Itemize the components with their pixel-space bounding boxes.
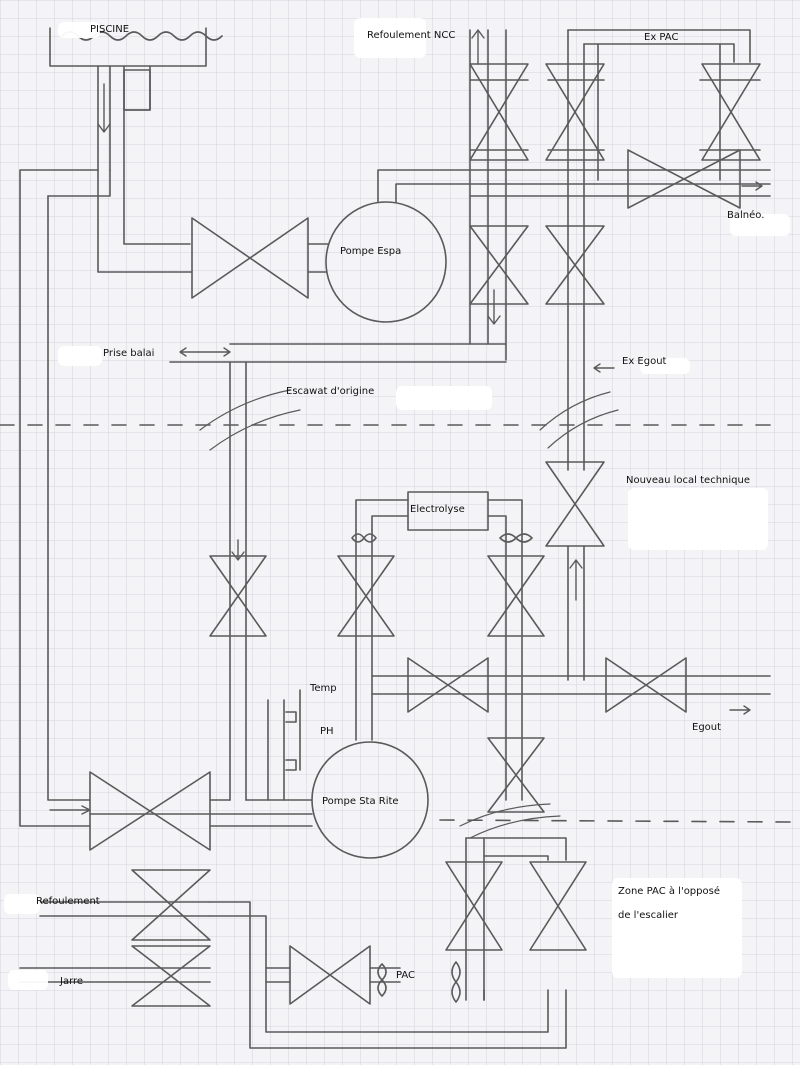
valves-bottom — [131, 861, 587, 1007]
middle-manifold — [267, 529, 771, 801]
label-escawat: Escawat d'origine — [286, 386, 375, 397]
pompe-espa — [307, 169, 471, 323]
correction-blot — [58, 22, 100, 38]
correction-blot — [58, 346, 102, 366]
correction-blot — [396, 386, 492, 410]
label-refoulement: Refoulement — [36, 896, 100, 907]
label-piscine: PISCINE — [90, 24, 130, 35]
escavation-marks — [199, 389, 619, 839]
label-prise-balai: Prise balai — [103, 348, 155, 359]
label-ph: PH — [320, 726, 334, 737]
label-pompe-espa: Pompe Espa — [340, 246, 402, 257]
top-manifold — [469, 29, 771, 471]
label-temp: Temp — [310, 683, 337, 694]
valve-nouveau-local — [545, 461, 605, 681]
label-zone-pac-2: de l'escalier — [618, 910, 679, 921]
label-jarre: Jarre — [60, 976, 84, 987]
correction-blot — [612, 878, 742, 978]
prise-balai-line — [169, 343, 507, 801]
label-nouveau-local: Nouveau local technique — [626, 475, 750, 486]
label-ex-egout: Ex Egout — [622, 356, 667, 367]
electrolyse — [351, 491, 533, 543]
pompe-sta-rite — [89, 741, 429, 859]
flow-arrows — [49, 29, 763, 815]
correction-blot — [640, 358, 690, 374]
valve-espa — [191, 217, 309, 299]
correction-blot — [4, 894, 40, 914]
main-return-pipe — [19, 169, 193, 827]
correction-blot — [8, 970, 48, 990]
label-pac: PAC — [396, 970, 416, 981]
correction-blot — [730, 214, 790, 236]
valves-top — [469, 63, 761, 305]
label-balneo: Balnéo. — [727, 210, 765, 221]
correction-blot — [354, 18, 426, 58]
wall-lines — [0, 424, 791, 823]
label-zone-pac-1: Zone PAC à l'opposé — [618, 886, 720, 897]
pool-basin — [49, 27, 223, 245]
valve-sta-rite-inlet — [89, 771, 313, 851]
bottom-piping — [19, 837, 567, 1049]
label-pompe-sta-rite: Pompe Sta Rite — [322, 796, 399, 807]
label-egout: Egout — [692, 722, 722, 733]
correction-blot — [628, 488, 768, 550]
label-refoulement-ncc: Refoulement NCC — [367, 30, 456, 41]
label-ex-pac: Ex PAC — [644, 32, 679, 43]
valves-middle — [209, 555, 687, 813]
label-electrolyse: Electrolyse — [410, 504, 465, 515]
